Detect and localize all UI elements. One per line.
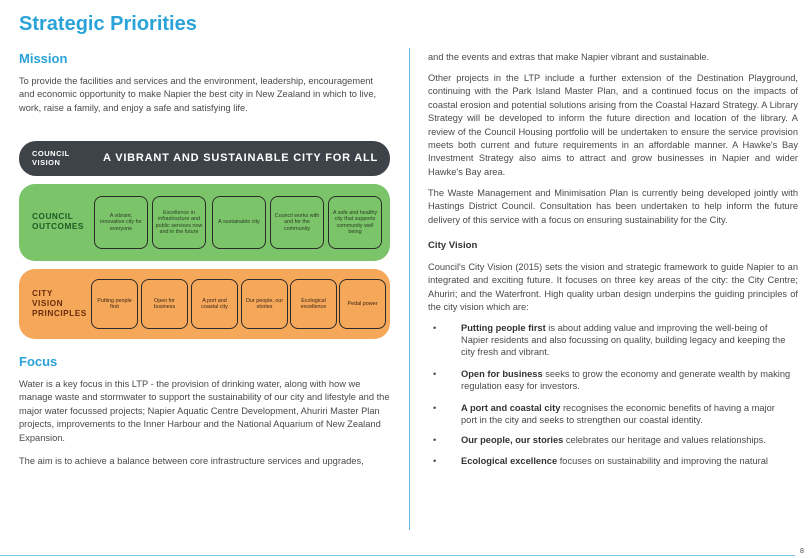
council-vision-label-line1: COUNCIL [32,149,70,158]
council-outcomes-label-line2: OUTCOMES [32,221,84,231]
council-outcomes-label: COUNCIL OUTCOMES [32,211,84,231]
column-divider [409,48,410,530]
bullet-text: recognises the economic benefits of havi… [461,403,775,425]
bullet-text: is about adding value and improving the … [461,323,786,357]
council-vision-label: COUNCIL VISION [32,149,70,167]
principle-box: A port and coastal city [191,279,238,329]
bullet-dot: • [433,456,437,466]
continued-paragraph: and the events and extras that make Napi… [428,52,710,62]
focus-heading: Focus [19,354,58,369]
bullet-bold: A port and coastal city [461,403,561,413]
city-vision-principles-band: CITY VISION PRINCIPLES Putting people fi… [19,269,390,339]
principle-box: Ecological excellence [290,279,337,329]
focus-paragraph: Water is a key focus in this LTP - the p… [19,379,390,443]
outcome-box: A safe and healthy city that supports co… [328,196,382,249]
outcome-box: A sustainable city [212,196,266,249]
page-title: Strategic Priorities [19,13,197,35]
mission-text: To provide the facilities and services a… [19,76,377,113]
principles-label-line2: VISION [32,298,64,308]
focus-paragraph-2: The aim is to achieve a balance between … [19,456,364,466]
outcome-box: Excellence in infrastructure and public … [152,196,206,249]
bullet-text: seeks to grow the economy and generate w… [461,369,791,391]
principles-label-line1: CITY [32,288,53,298]
waste-paragraph: The Waste Management and Minimisation Pl… [428,188,798,225]
council-outcomes-band: COUNCIL OUTCOMES A vibrant, innovative c… [19,184,390,261]
city-vision-heading: City Vision [428,240,478,251]
bullet-dot: • [433,435,437,445]
bullet-dot: • [433,323,437,333]
bullet-bold: Open for business [461,369,543,379]
mission-heading: Mission [19,51,68,66]
principle-box: Our people, our stories [241,279,288,329]
council-vision-label-line2: VISION [32,158,61,167]
footer-rule [0,555,795,556]
principle-box: Putting people first [91,279,138,329]
principles-label-line3: PRINCIPLES [32,308,87,318]
council-outcomes-label-line1: COUNCIL [32,211,74,221]
principle-box: Pedal power [339,279,386,329]
principle-box: Open for business [141,279,188,329]
page-number: 8 [800,548,804,555]
outcome-box: A vibrant, innovative city for everyone [94,196,148,249]
council-vision-text: A VIBRANT AND SUSTAINABLE CITY FOR ALL [103,152,379,164]
city-vision-paragraph: Council's City Vision (2015) sets the vi… [428,262,798,313]
bullet-bold: Putting people first [461,323,546,333]
bullet-bold: Our people, our stories [461,435,564,445]
council-vision-bar: COUNCIL VISION A VIBRANT AND SUSTAINABLE… [19,141,390,176]
city-vision-principles-label: CITY VISION PRINCIPLES [32,288,87,318]
projects-paragraph: Other projects in the LTP include a furt… [428,73,798,177]
outcome-box: Council works with and for the community [270,196,324,249]
bullet-text: focuses on sustainability and improving … [557,456,768,466]
bullet-text: celebrates our heritage and values relat… [563,435,766,445]
bullet-dot: • [433,403,437,413]
bullet-bold: Ecological excellence [461,456,558,466]
bullet-dot: • [433,369,437,379]
